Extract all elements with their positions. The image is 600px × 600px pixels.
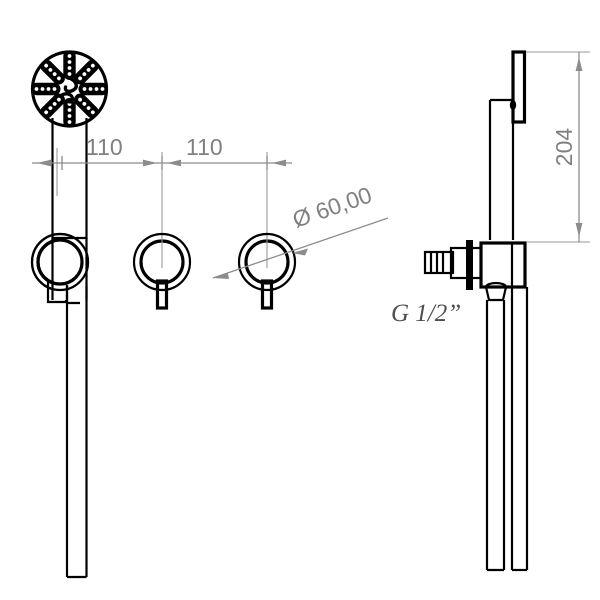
dimension-label-110-a: 110 [86, 134, 123, 160]
wall-outlet-elbow [30, 232, 90, 304]
connection-outlet-spigot [484, 286, 508, 302]
wall-connection-block [423, 240, 527, 302]
outlet-inner-ring-overlay [36, 238, 84, 286]
side-head-plate [511, 50, 527, 124]
shower-head-rosette [30, 50, 109, 240]
diverter-handle [237, 232, 297, 310]
dimension-label-204: 204 [551, 128, 577, 167]
diverter-lever [260, 279, 274, 310]
mixer-outer-ring [132, 232, 192, 292]
diameter-callout-label: Ø 60,00 [289, 181, 375, 232]
thread-callout-label: G 1/2” [391, 300, 461, 327]
arrow-mid-left [143, 159, 157, 167]
diameter-leader-line [212, 217, 389, 279]
mixer-handle [132, 232, 192, 310]
arrow-bottom [575, 223, 583, 237]
head-riser-pipe [51, 118, 88, 240]
mixer-lever [155, 279, 169, 310]
flexible-hose [65, 285, 88, 579]
side-head-pivot [509, 100, 517, 110]
head-spray-pattern [32, 52, 107, 126]
outlet-outer-ring-overlay [30, 232, 90, 292]
connection-flange [466, 240, 473, 290]
arrow-right-outer [272, 159, 286, 167]
threaded-barb [423, 250, 455, 275]
diameter-leader-tail [213, 273, 229, 279]
vertical-dimension-group: 204 [526, 51, 590, 243]
diameter-arrowhead [292, 248, 308, 256]
diverter-outer-ring [237, 232, 297, 292]
arrow-top [575, 57, 583, 71]
side-view [423, 50, 529, 572]
dimension-label-110-b: 110 [186, 134, 223, 160]
connection-body [479, 241, 527, 289]
arrow-mid-right [167, 159, 181, 167]
arrow-left-outer [37, 159, 51, 167]
side-view-hoses [485, 243, 529, 572]
horizontal-dimension-group: 110 110 [32, 134, 292, 240]
connection-neck [449, 246, 483, 280]
